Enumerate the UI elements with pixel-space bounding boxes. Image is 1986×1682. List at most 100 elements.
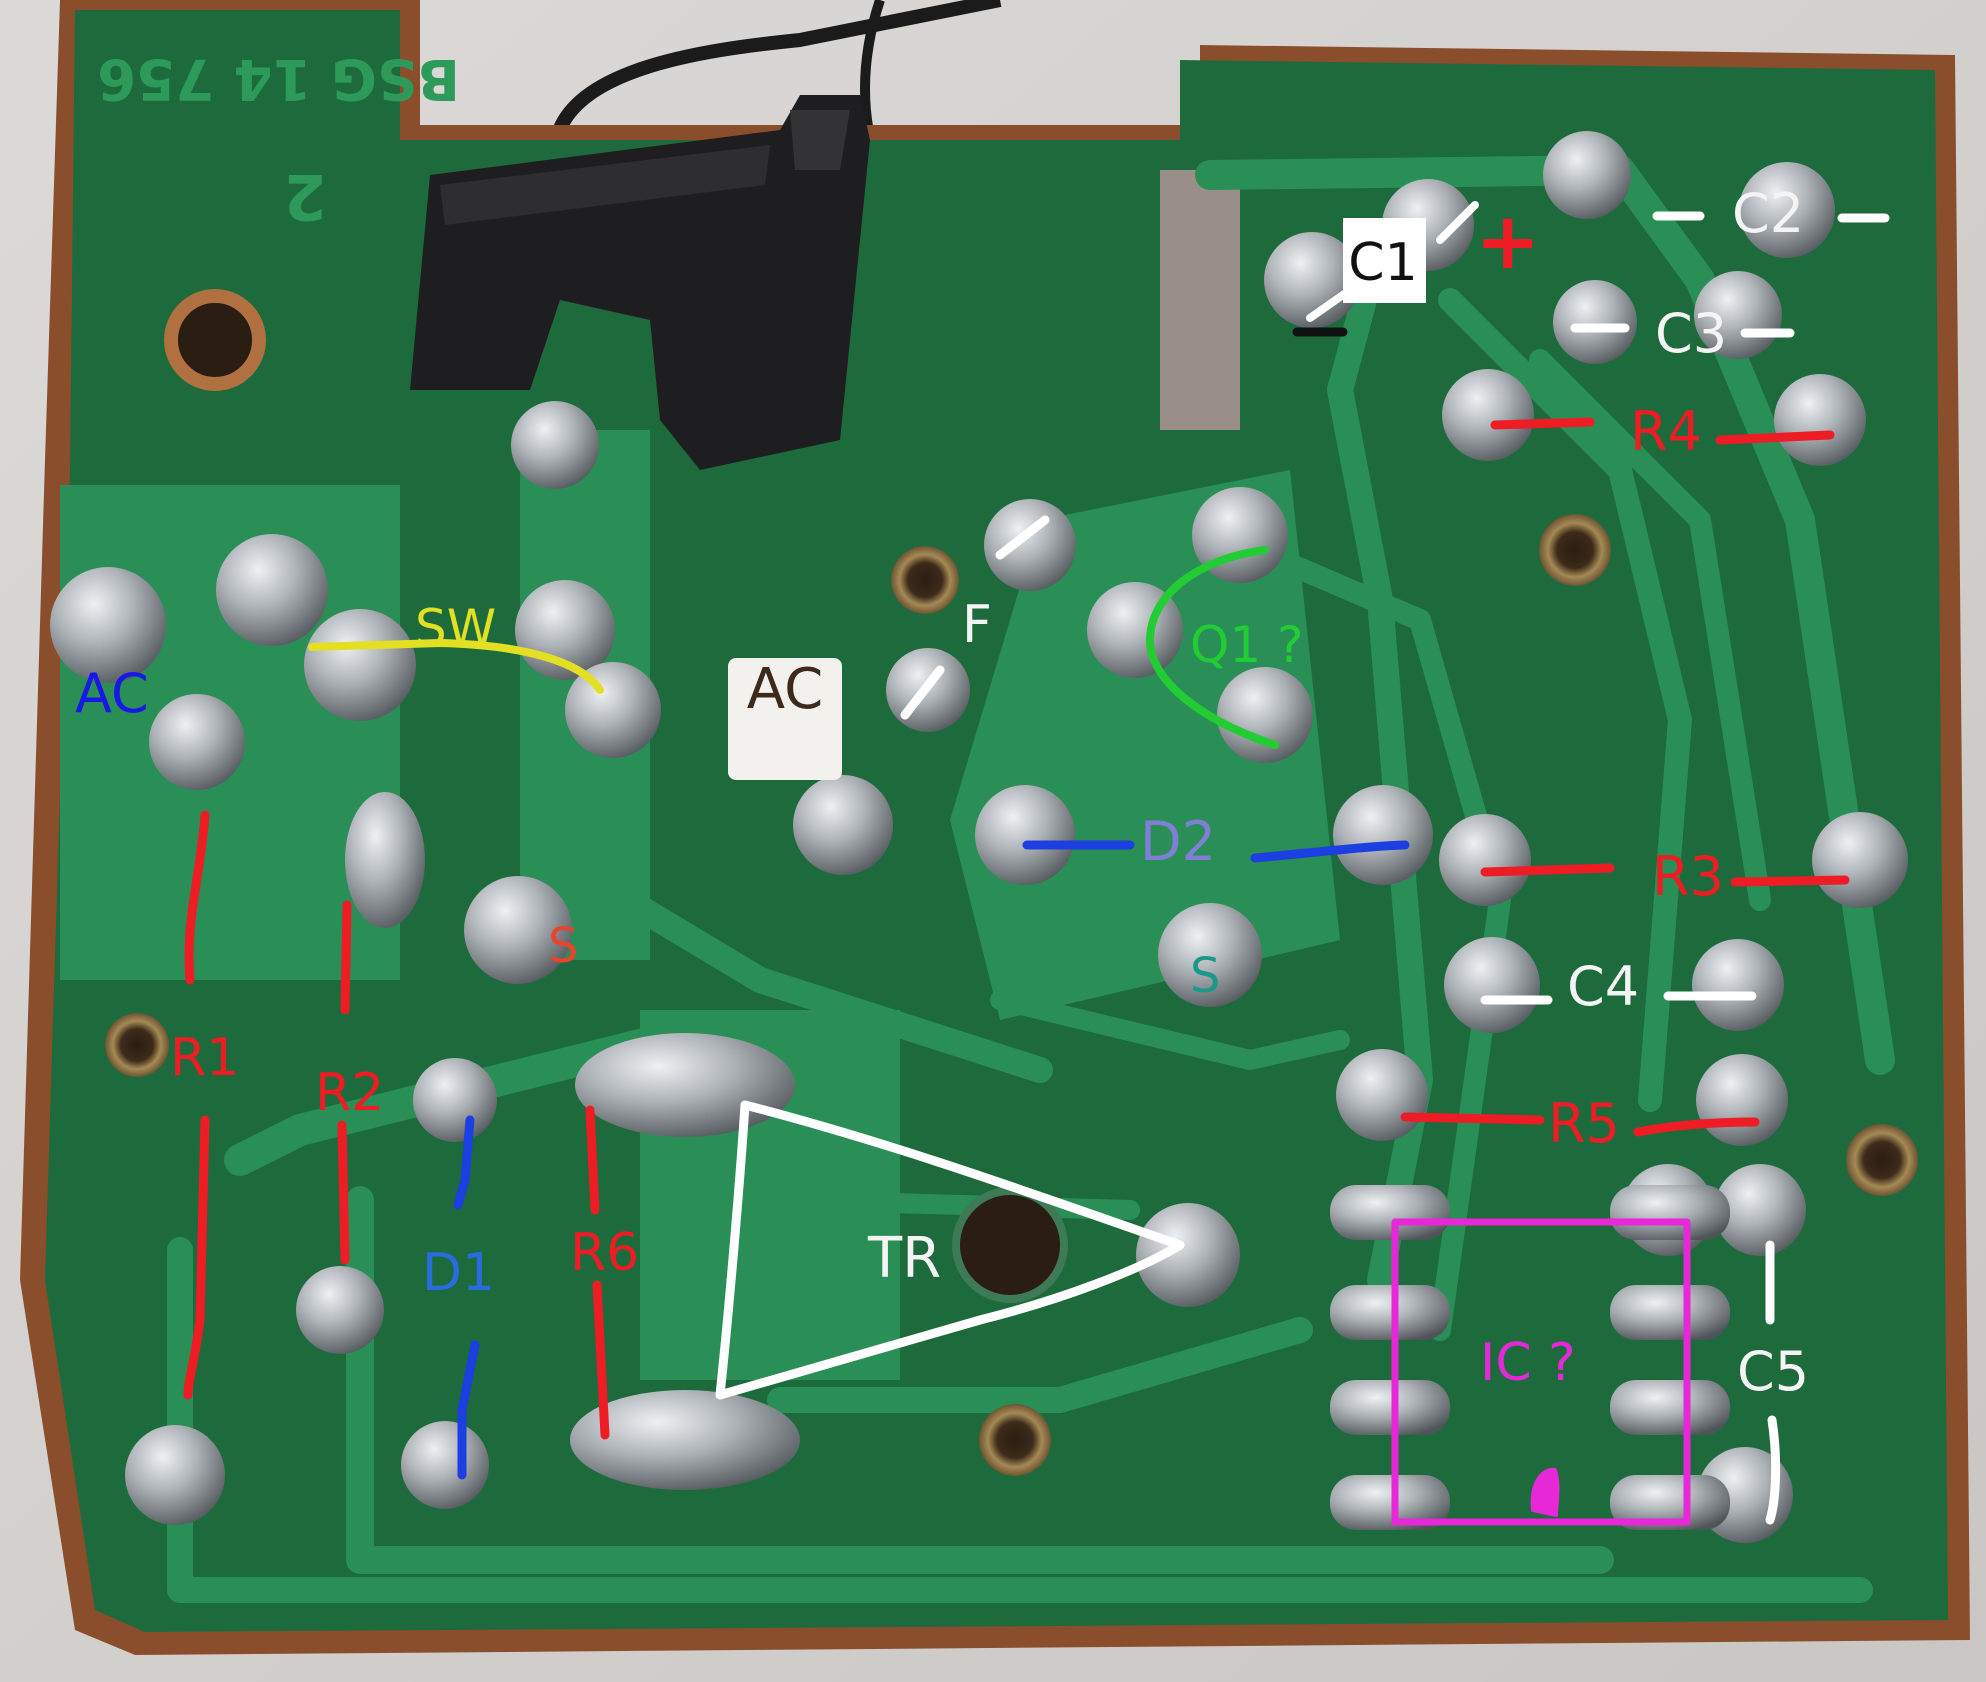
solder-joint (413, 1058, 497, 1142)
ic-pads (1330, 1185, 1730, 1530)
solder-joint (1158, 903, 1262, 1007)
label-r2: R2 (315, 1063, 384, 1123)
c1-annotation-line-top (1436, 201, 1479, 244)
board-marking-number-group: 2 (283, 160, 326, 233)
label-c3: C3 (1655, 302, 1727, 365)
label-q1: Q1 ? (1190, 616, 1304, 674)
r5-annotation-line-left (1400, 1112, 1545, 1125)
label-c5: C5 (1737, 1340, 1809, 1403)
board-marking-number: 2 (283, 160, 326, 233)
label-ac-left: AC (75, 662, 149, 725)
hole-tr (952, 1187, 1068, 1303)
label-c1-plus: + (1475, 197, 1540, 287)
ic-pad (1330, 1285, 1450, 1340)
label-r4: R4 (1630, 400, 1702, 463)
ic-pin1-mark (1530, 1467, 1560, 1517)
solder-joint (1739, 162, 1835, 258)
label-tr: TR (867, 1226, 941, 1291)
board-slot (1160, 170, 1240, 430)
solder-joint (216, 534, 328, 646)
ic-pad (1330, 1475, 1450, 1530)
hole-f-left (891, 546, 959, 614)
d1-annotation-line-bottom (457, 1340, 480, 1480)
solder-joint (1333, 785, 1433, 885)
solder-joint (1714, 1164, 1806, 1256)
solder-joint (464, 876, 572, 984)
ic-pad (1610, 1380, 1730, 1435)
label-r1: R1 (170, 1028, 239, 1088)
hole-right (1846, 1124, 1918, 1196)
ic-pad (1330, 1185, 1450, 1240)
solder-joint (1444, 937, 1540, 1033)
r1-annotation-line-bottom (183, 1115, 210, 1400)
label-d1: D1 (422, 1243, 495, 1303)
solder-joint (125, 1425, 225, 1525)
label-r3: R3 (1652, 845, 1724, 908)
mounting-holes (105, 289, 1918, 1476)
solder-joint (1692, 939, 1784, 1031)
r2-annotation-line-bottom (337, 1120, 350, 1265)
board-marking-text: BSG 14 756 (97, 46, 460, 111)
r6-annotation-line-top (585, 1105, 600, 1215)
d1-annotation-line-top (453, 1115, 475, 1210)
label-c4: C4 (1567, 955, 1639, 1018)
label-ic: IC ? (1480, 1333, 1576, 1393)
solder-joint (1439, 814, 1531, 906)
sw-annotation-line (308, 639, 604, 694)
solder-joint (511, 401, 599, 489)
label-sw: SW (415, 599, 496, 657)
ic-annotation-box (1391, 1218, 1691, 1526)
hole-top-left (164, 289, 266, 391)
solder-joint (1812, 812, 1908, 908)
board-marking: BSG 14 756 (97, 46, 460, 111)
solder-joint (793, 775, 893, 875)
label-c1: C1 (1348, 233, 1417, 293)
solder-joint (1442, 369, 1534, 461)
solder-joint (1553, 280, 1637, 364)
solder-joint (565, 662, 661, 758)
annotation-labels: SW AC AC F Q1 ? C1 + C2 C3 C4 C5 R1 R2 R… (75, 182, 1809, 1403)
solder-joint (1217, 667, 1313, 763)
solder-joint (1336, 1049, 1428, 1141)
solder-joint (345, 792, 425, 928)
r6-annotation-line-bottom (592, 1280, 610, 1440)
hole-r1 (105, 1013, 169, 1077)
tr-triangle-outline (715, 1100, 1185, 1400)
r4-annotation-line-left (1490, 417, 1595, 430)
ic-pad (1610, 1475, 1730, 1530)
r3-annotation-line-left (1480, 863, 1615, 877)
c5-annotation-line-bottom (1765, 1415, 1781, 1525)
annotations (183, 201, 1890, 1526)
ic-pad (1610, 1285, 1730, 1340)
label-r6: R6 (570, 1223, 639, 1283)
solder-joint (296, 1266, 384, 1354)
solder-joint (984, 499, 1076, 591)
r3-annotation-line-right (1730, 875, 1850, 887)
r5-annotation-line-right (1633, 1117, 1760, 1137)
solder-joint (304, 609, 416, 721)
cable (548, 0, 1002, 151)
label-s-left: S (548, 918, 578, 974)
r2-annotation-line-top (340, 900, 352, 1015)
solder-joint (570, 1390, 800, 1490)
label-ac-box: AC (747, 657, 823, 722)
label-r5: R5 (1548, 1092, 1620, 1155)
solder-joint (401, 1421, 489, 1509)
solder-joint (1774, 374, 1866, 466)
label-s-right: S (1190, 948, 1220, 1004)
q1-annotation-line (1146, 546, 1279, 749)
hole-bottom (979, 1404, 1051, 1476)
f-annotation-line-top (995, 515, 1050, 560)
solder-joint (1543, 131, 1631, 219)
label-c1-background (1343, 218, 1426, 303)
solder-joint (975, 785, 1075, 885)
r4-annotation-line-right (1715, 430, 1835, 445)
solder-joint (1696, 1054, 1788, 1146)
label-c2: C2 (1732, 182, 1804, 245)
solder-joint (149, 694, 245, 790)
r1-annotation-line-top (184, 810, 210, 985)
hole-mid-right (1539, 514, 1611, 586)
ic-pad (1610, 1185, 1730, 1240)
label-d2: D2 (1140, 810, 1216, 873)
